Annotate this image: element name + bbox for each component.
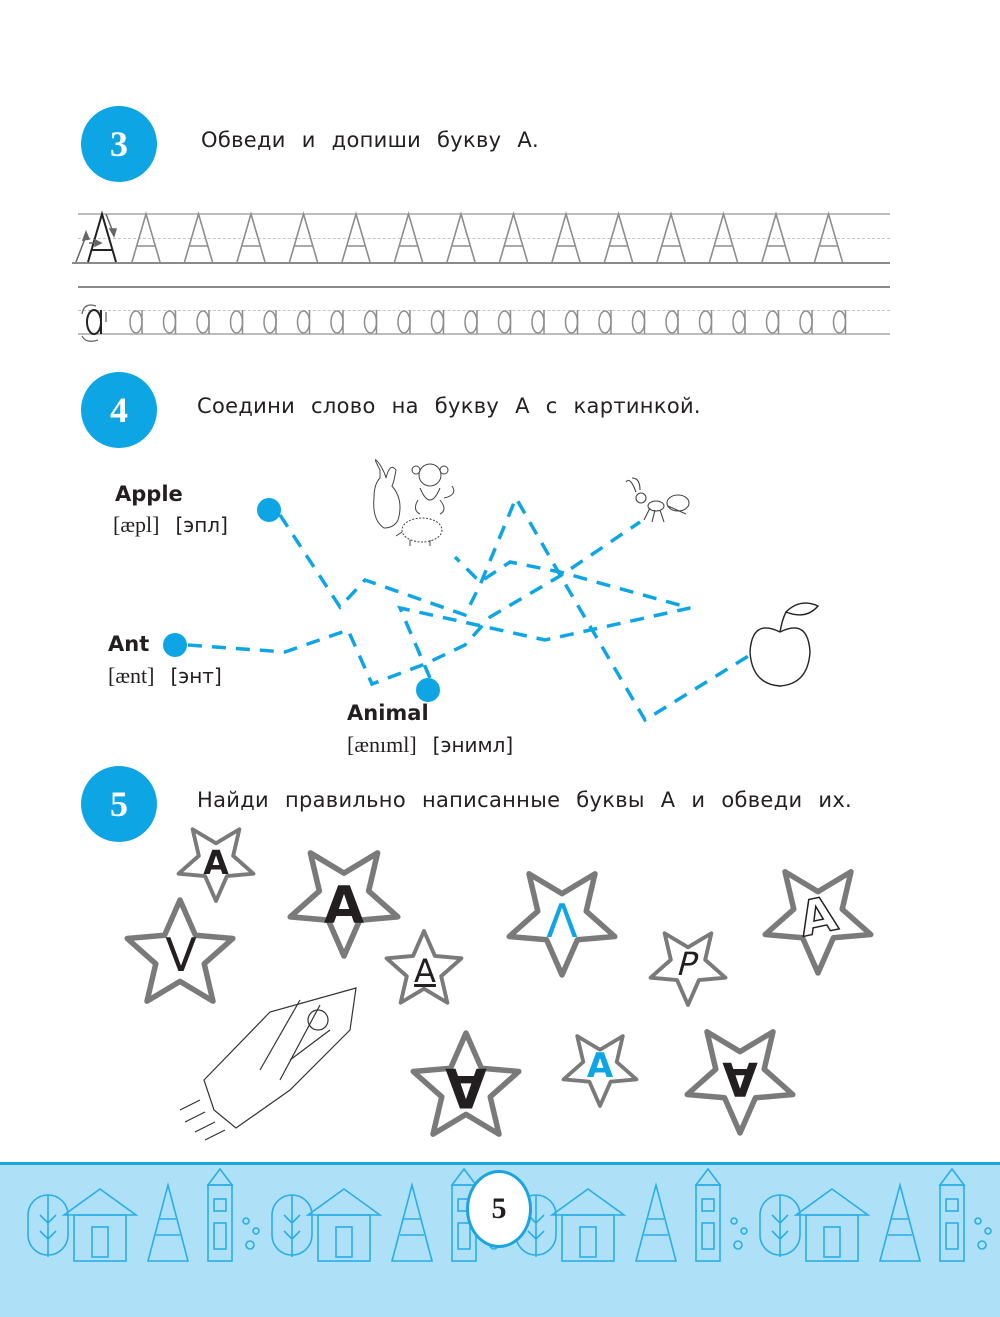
star-letter-5[interactable]: Λ	[546, 894, 578, 948]
task-4-badge: 4	[81, 372, 157, 448]
lowercase-stroke-arrows-icon	[81, 304, 107, 342]
animals-picture	[373, 459, 455, 546]
ipa-apple: [æpl]	[113, 512, 160, 537]
uppercase-top-line	[78, 213, 890, 215]
ru-ant: [энт]	[170, 664, 222, 688]
star-letter-9[interactable]: A	[586, 1046, 614, 1086]
houses-trees-pattern	[27, 1167, 992, 1262]
transcription-ant: [ænt] [энт]	[108, 663, 222, 689]
lowercase-top-line	[78, 286, 890, 288]
task-3-badge: 3	[81, 106, 157, 182]
uppercase-tracing-letters	[131, 211, 844, 263]
ant-picture	[625, 477, 690, 523]
word-animal: Animal	[347, 701, 429, 725]
stroke-arrows-icon	[75, 213, 117, 263]
uppercase-mid-line	[78, 238, 890, 239]
page-number: 5	[466, 1170, 532, 1248]
apple-picture	[749, 602, 820, 687]
star-letter-2[interactable]: V	[165, 928, 197, 982]
star-letter-4[interactable]: A	[414, 952, 436, 990]
task-5-badge: 5	[81, 766, 157, 842]
star-letter-3[interactable]: A	[323, 876, 365, 936]
apple-connect-dot[interactable]	[257, 498, 281, 522]
ru-apple: [эпл]	[175, 513, 228, 537]
lowercase-guide-letter	[86, 309, 102, 335]
star-letter-10[interactable]: A	[722, 1052, 758, 1106]
ru-animal: [энимл]	[432, 733, 514, 757]
star-letter-1[interactable]: A	[203, 842, 229, 882]
transcription-apple: [æpl] [эпл]	[113, 512, 228, 538]
task-3-instruction: Обведи и допиши букву А.	[201, 128, 540, 152]
transcription-animal: [ænıml] [энимл]	[347, 732, 513, 758]
animal-connect-dot[interactable]	[416, 678, 440, 702]
word-ant: Ant	[108, 632, 150, 656]
lowercase-base-line	[78, 333, 890, 335]
task-5-instruction: Найди правильно написанные буквы А и обв…	[197, 788, 853, 812]
rocket-picture	[179, 987, 357, 1141]
dashed-maze-paths	[187, 494, 751, 723]
star-letter-8[interactable]: A	[445, 1056, 487, 1119]
ant-connect-dot[interactable]	[163, 633, 187, 657]
ipa-ant: [ænt]	[108, 663, 155, 688]
lowercase-mid-line	[78, 310, 890, 311]
word-apple: Apple	[115, 482, 183, 506]
ipa-animal: [ænıml]	[347, 732, 417, 757]
task-4-instruction: Соедини слово на букву А с картинкой.	[197, 394, 701, 418]
uppercase-base-line	[72, 262, 890, 264]
uppercase-guide-letter	[87, 210, 117, 263]
star-letter-7[interactable]: A	[793, 885, 842, 949]
lowercase-tracing-letters	[129, 310, 847, 334]
